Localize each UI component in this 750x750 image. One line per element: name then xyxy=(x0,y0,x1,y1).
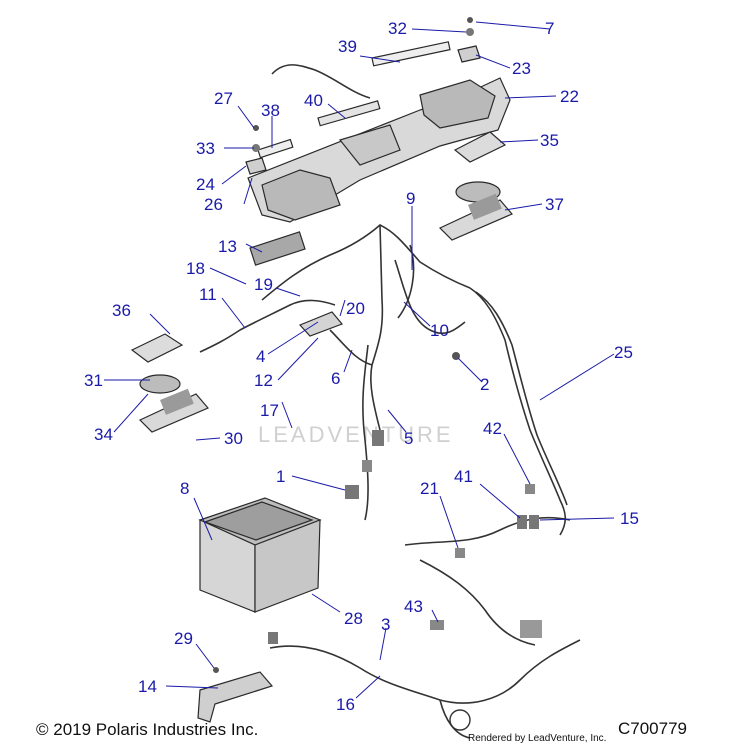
left-speaker-assembly xyxy=(130,333,209,433)
speaker-34 xyxy=(139,374,181,394)
speaker-gasket-36 xyxy=(130,333,184,363)
callout-30: 30 xyxy=(224,429,243,448)
callout-16: 16 xyxy=(336,695,355,714)
callout-33: 33 xyxy=(196,139,215,158)
harness-connectors xyxy=(268,352,542,731)
callout-42: 42 xyxy=(483,419,502,438)
callout-31: 31 xyxy=(84,371,103,390)
callout-17: 17 xyxy=(260,401,279,420)
clip-42 xyxy=(525,484,535,494)
callout-27: 27 xyxy=(214,89,233,108)
callout-21: 21 xyxy=(420,479,439,498)
callout-32: 32 xyxy=(388,19,407,38)
callout-35: 35 xyxy=(540,131,559,150)
callout-23: 23 xyxy=(512,59,531,78)
callout-7: 7 xyxy=(545,19,554,38)
callout-5: 5 xyxy=(404,429,413,448)
callout-36: 36 xyxy=(112,301,131,320)
callout-41: 41 xyxy=(454,467,473,486)
wire-harness xyxy=(199,224,581,739)
callout-3: 3 xyxy=(381,615,390,634)
callout-13: 13 xyxy=(218,237,237,256)
fuse-block-41 xyxy=(517,515,527,529)
callout-9: 9 xyxy=(406,189,415,208)
rendered-by-credit: Rendered by LeadVenture, Inc. xyxy=(468,733,607,744)
callout-18: 18 xyxy=(186,259,205,278)
clip-21 xyxy=(455,548,465,558)
trim-strip-39 xyxy=(371,41,451,67)
connector-43 xyxy=(430,620,444,630)
relay-1 xyxy=(345,485,359,499)
callout-29: 29 xyxy=(174,629,193,648)
callout-8: 8 xyxy=(180,479,189,498)
bracket-23 xyxy=(457,45,481,63)
bracket-14 xyxy=(197,671,274,723)
callout-22: 22 xyxy=(560,87,579,106)
callout-labels: 1 2 3 4 5 6 7 8 9 10 11 12 13 14 15 16 1… xyxy=(84,19,639,714)
callout-1: 1 xyxy=(276,467,285,486)
callout-43: 43 xyxy=(404,597,423,616)
callout-39: 39 xyxy=(338,37,357,56)
diagram-id: C700779 xyxy=(618,719,688,738)
module-13 xyxy=(249,231,306,266)
battery-8 xyxy=(198,497,322,613)
trim-strip-40 xyxy=(317,100,381,127)
callout-4: 4 xyxy=(256,347,265,366)
right-speaker-assembly xyxy=(438,131,513,241)
callout-34: 34 xyxy=(94,425,113,444)
screw-7 xyxy=(467,17,473,23)
copyright-notice: © 2019 Polaris Industries Inc. xyxy=(36,720,259,739)
speaker-gasket-35 xyxy=(453,131,507,163)
callout-12: 12 xyxy=(254,371,273,390)
callout-15: 15 xyxy=(620,509,639,528)
callout-2: 2 xyxy=(480,375,489,394)
washer-32 xyxy=(466,28,474,36)
callout-40: 40 xyxy=(304,91,323,110)
callout-25: 25 xyxy=(614,343,633,362)
callout-38: 38 xyxy=(261,101,280,120)
callout-20: 20 xyxy=(346,299,365,318)
callout-10: 10 xyxy=(430,321,449,340)
leader-lines xyxy=(104,21,615,699)
module-12 xyxy=(298,311,344,337)
callout-26: 26 xyxy=(204,195,223,214)
callout-28: 28 xyxy=(344,609,363,628)
trim-strip-38 xyxy=(257,138,294,159)
watermark: LEADVENTURE xyxy=(258,422,454,447)
callout-37: 37 xyxy=(545,195,564,214)
overhead-console xyxy=(245,17,511,223)
callout-6: 6 xyxy=(331,369,340,388)
callout-14: 14 xyxy=(138,677,157,696)
callout-11: 11 xyxy=(199,285,217,304)
callout-19: 19 xyxy=(254,275,273,294)
bolt-29 xyxy=(213,667,219,673)
callout-24: 24 xyxy=(196,175,215,194)
